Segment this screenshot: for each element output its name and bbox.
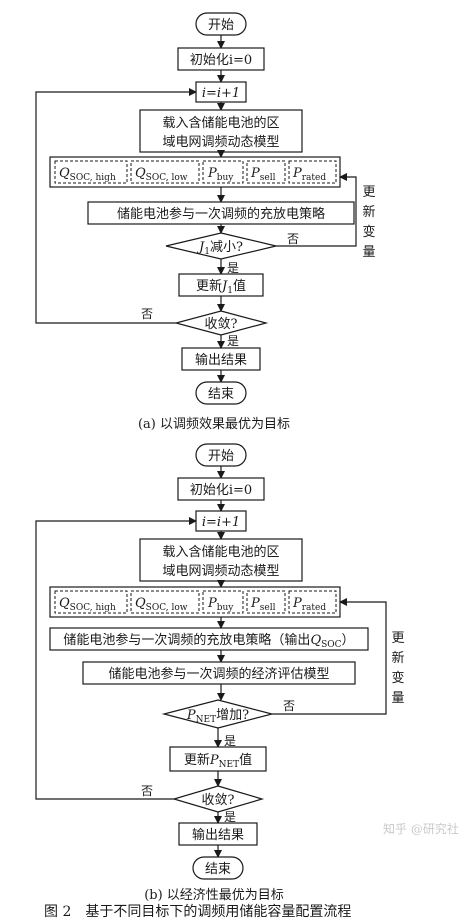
watermark: 知乎 @研究社 bbox=[383, 821, 459, 836]
a-var-psell bbox=[246, 160, 286, 184]
a-side-label-4: 量 bbox=[362, 245, 375, 260]
b-no-label-1: 否 bbox=[283, 699, 295, 713]
a-init-label: 初始化i=0 bbox=[190, 53, 252, 68]
a-side-label-3: 变 bbox=[362, 224, 375, 240]
a-end-terminal bbox=[195, 381, 247, 405]
a-update-label: 更新J1值 bbox=[196, 278, 246, 296]
a-load-model-box bbox=[139, 109, 303, 153]
a-side-label-2: 新 bbox=[362, 204, 375, 220]
b-var-pbuy bbox=[202, 590, 244, 614]
a-no-label-2: 否 bbox=[141, 307, 153, 321]
a-yes-label-1: 是 bbox=[227, 261, 239, 275]
figure-caption: 图 2 基于不同目标下的调频用储能容量配置流程 bbox=[44, 903, 351, 920]
b-var-pbuy-label: Pbuy bbox=[207, 596, 234, 613]
b-start-label: 开始 bbox=[208, 449, 234, 464]
a-output-label: 输出结果 bbox=[195, 352, 247, 368]
a-strategy-label: 储能电池参与一次调频的充放电策略 bbox=[117, 206, 325, 222]
a-yes-label-2: 是 bbox=[227, 334, 239, 348]
b-output-label: 输出结果 bbox=[192, 827, 244, 843]
b-side-label-2: 新 bbox=[391, 650, 404, 666]
a-var-qsoc-high-label: QSOC, high bbox=[59, 166, 116, 183]
b-update-box bbox=[169, 746, 267, 772]
b-yes-label-1: 是 bbox=[224, 734, 236, 748]
b-strategy-label: 储能电池参与一次调频的充放电策略（输出QSOC） bbox=[63, 632, 354, 650]
a-var-prated-label: Prated bbox=[292, 166, 326, 183]
b-var-qsoc-low bbox=[130, 590, 200, 614]
b-econ-model-box bbox=[82, 661, 356, 685]
b-update-label: 更新PNET值 bbox=[184, 752, 252, 770]
b-var-prated bbox=[288, 590, 337, 614]
a-var-prated bbox=[288, 160, 337, 184]
b-side-label-4: 量 bbox=[391, 691, 404, 706]
a-var-qsoc-low-label: QSOC, low bbox=[135, 166, 188, 183]
b-var-qsoc-high-label: QSOC, high bbox=[59, 596, 116, 613]
b-load-model-line1: 载入含储能电池的区 bbox=[162, 544, 279, 560]
b-end-label: 结束 bbox=[205, 862, 231, 877]
b-strategy-box bbox=[49, 627, 369, 651]
b-load-model-box bbox=[139, 538, 303, 582]
a-decision-converge-label: 收敛? bbox=[205, 316, 238, 332]
b-side-label-3: 变 bbox=[391, 670, 404, 686]
a-var-qsoc-high bbox=[54, 160, 128, 184]
a-increment-label: i=i+1 bbox=[202, 86, 240, 101]
a-side-label-1: 更 bbox=[362, 185, 375, 200]
b-init-label: 初始化i=0 bbox=[190, 483, 252, 498]
b-side-label-1: 更 bbox=[391, 631, 404, 646]
a-start-label: 开始 bbox=[208, 18, 234, 33]
a-load-model-line1: 载入含储能电池的区 bbox=[162, 115, 279, 131]
b-increment-label: i=i+1 bbox=[202, 515, 240, 530]
b-no-label-2: 否 bbox=[141, 784, 153, 798]
a-caption: (a) 以调频效果最优为目标 bbox=[138, 417, 290, 432]
b-econ-model-label: 储能电池参与一次调频的经济评估模型 bbox=[108, 666, 329, 682]
b-yes-label-2: 是 bbox=[224, 810, 236, 824]
a-var-pbuy-label: Pbuy bbox=[207, 166, 234, 183]
b-var-psell bbox=[246, 590, 286, 614]
b-var-psell-label: Psell bbox=[250, 596, 276, 613]
b-var-qsoc-high bbox=[54, 590, 128, 614]
b-caption: (b) 以经济性最优为目标 bbox=[144, 888, 284, 903]
b-var-prated-label: Prated bbox=[292, 596, 326, 613]
a-var-pbuy bbox=[202, 160, 244, 184]
b-var-qsoc-low-label: QSOC, low bbox=[135, 596, 188, 613]
a-var-psell-label: Psell bbox=[250, 166, 276, 183]
flowchart-a: 开始 初始化i=0 i=i+1 载入含储能电池的区 域电网调频动态模型 QSOC… bbox=[35, 12, 376, 432]
a-no-label-1: 否 bbox=[287, 232, 299, 246]
b-decision-converge-label: 收敛? bbox=[202, 792, 235, 808]
b-decision-pnet-label: PNET增加? bbox=[186, 708, 249, 725]
a-decision-j1-label: J1减小? bbox=[196, 240, 243, 257]
flowchart-b: 开始 初始化i=0 i=i+1 载入含储能电池的区 域电网调频动态模型 QSOC… bbox=[35, 443, 405, 903]
b-end-terminal bbox=[192, 856, 244, 880]
a-var-qsoc-low bbox=[130, 160, 200, 184]
a-load-model-line2: 域电网调频动态模型 bbox=[162, 135, 279, 150]
b-load-model-line2: 域电网调频动态模型 bbox=[162, 564, 279, 579]
a-end-label: 结束 bbox=[208, 387, 234, 402]
